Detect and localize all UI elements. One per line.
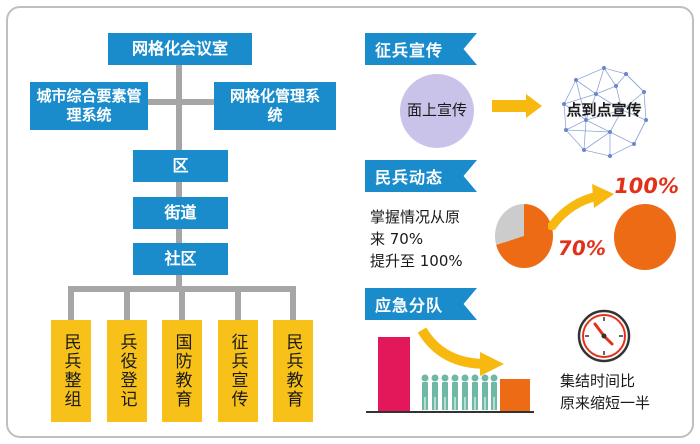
red-bar-before (378, 337, 410, 411)
militia-desc-line3: 提升至 100% (370, 252, 463, 270)
militia-desc-line1: 掌握情况从原 (370, 208, 461, 226)
grid-meeting-room-label: 网格化会议室 (131, 39, 228, 58)
connector-leaf-4 (235, 286, 241, 322)
recruit-section-tag: 征兵宣传 (365, 33, 477, 65)
baseline-axis (366, 411, 534, 413)
clock-icon (577, 309, 631, 363)
arrow-right-icon (492, 94, 542, 118)
pie-70-percent (495, 204, 553, 268)
militia-section-tag: 民兵动态 (365, 160, 477, 192)
orange-bar-after (500, 379, 530, 411)
community-label: 社区 (164, 249, 197, 268)
militia-desc-line2: 来 70% (370, 230, 424, 248)
city-elements-system-label: 城市综合要素管理系统 (36, 87, 142, 124)
leaf-label: 征兵宣传 (227, 333, 248, 409)
leaf-recruitment-publicity: 征兵宣传 (218, 320, 258, 422)
connector-leaf-5 (290, 286, 296, 322)
leaf-label: 民兵整组 (60, 333, 81, 409)
curved-arrow-down-icon (418, 327, 504, 376)
emergency-section-tag: 应急分队 (365, 288, 477, 320)
leaf-militia-reorganization: 民兵整组 (51, 320, 91, 422)
value-70-percent: 70% (556, 236, 608, 260)
purple-circle (400, 74, 474, 148)
emergency-desc-line1: 集结时间比 (560, 372, 636, 390)
connector-leaf-2 (124, 286, 130, 322)
grid-management-system-label: 网格化管理系统 (229, 87, 320, 124)
subdistrict-box: 街道 (133, 197, 228, 229)
connector-horizontal-systems (136, 99, 222, 105)
grid-meeting-room-box: 网格化会议室 (108, 33, 252, 65)
recruit-section-title: 征兵宣传 (375, 41, 444, 60)
leaf-militia-education: 民兵教育 (273, 320, 313, 422)
community-box: 社区 (133, 243, 228, 275)
leaf-military-service-registration: 兵役登记 (107, 320, 147, 422)
leaf-label: 兵役登记 (116, 333, 137, 409)
connector-leaf-1 (68, 286, 74, 322)
emergency-desc-line2: 原来缩短一半 (560, 394, 651, 412)
full-circle-100-percent (614, 204, 676, 270)
district-box: 区 (133, 150, 228, 182)
leaf-label: 国防教育 (171, 333, 192, 409)
curved-arrow-up-icon (548, 184, 614, 230)
subdistrict-label: 街道 (164, 203, 197, 222)
leaf-national-defense-education: 国防教育 (162, 320, 202, 422)
emergency-section-title: 应急分队 (375, 296, 444, 315)
city-elements-system-box: 城市综合要素管理系统 (30, 82, 148, 130)
value-100-percent: 100% (612, 174, 681, 198)
connector-leaf-3 (179, 286, 185, 322)
district-label: 区 (172, 156, 189, 175)
network-globe-icon (562, 66, 648, 158)
soldiers-icon (421, 374, 498, 410)
grid-management-system-box: 网格化管理系统 (214, 82, 336, 130)
leaf-label: 民兵教育 (282, 333, 303, 409)
militia-section-title: 民兵动态 (375, 168, 444, 187)
point-to-point-label: 点到点宣传 (566, 101, 642, 119)
surface-publicity-label: 面上宣传 (406, 101, 467, 119)
